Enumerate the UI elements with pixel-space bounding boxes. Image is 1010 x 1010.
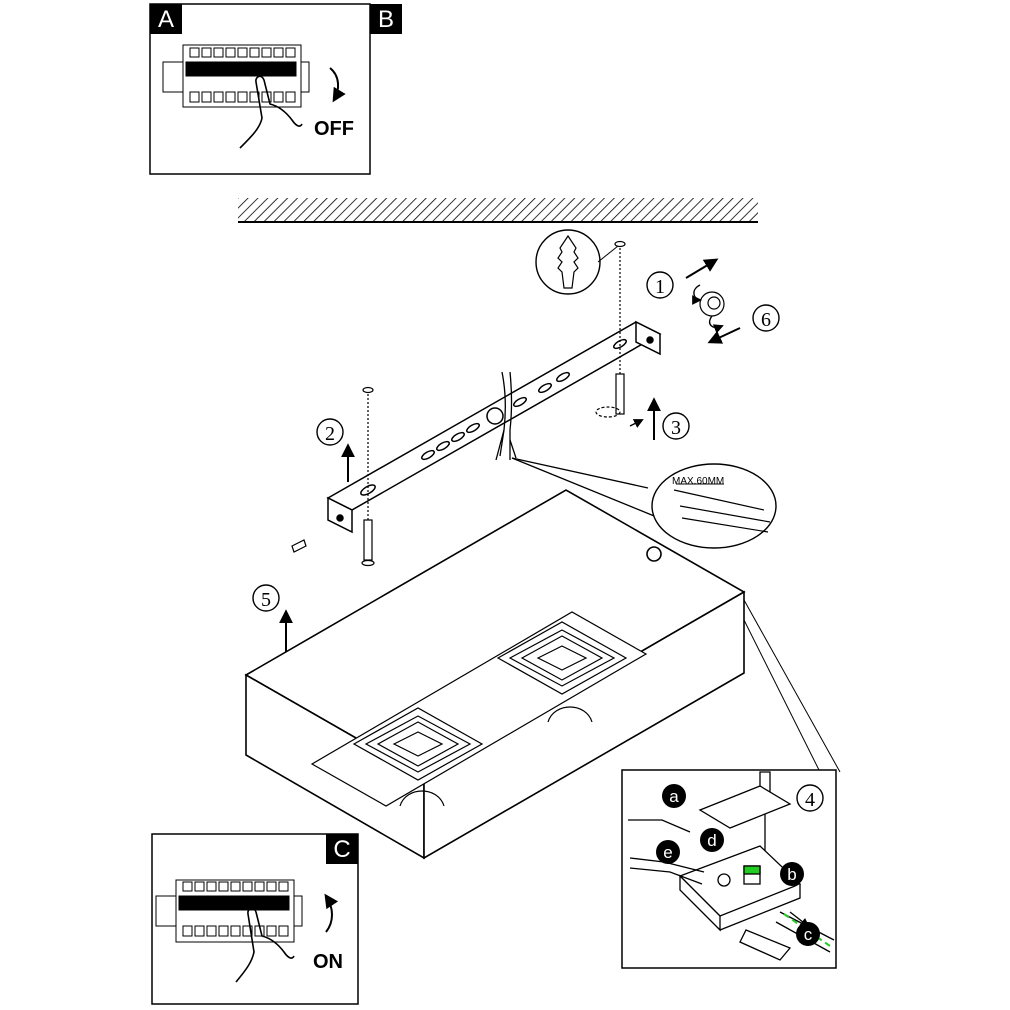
terminal-label-e: e — [656, 840, 680, 864]
terminal-d-text: d — [707, 831, 716, 850]
housing-screw-hole — [646, 546, 662, 562]
terminal-b-text: b — [787, 865, 796, 884]
step-5-label: 5 — [261, 589, 271, 611]
side-screw-icon — [291, 539, 307, 553]
breaker-block-icon — [162, 44, 310, 108]
panel-breaker-off: A B OFF — [149, 3, 402, 175]
cable-length-callout: MAX.60MM — [651, 463, 777, 549]
dowel-right-icon — [615, 373, 625, 415]
dowel-left-icon — [363, 519, 373, 561]
terminal-e-text: e — [663, 843, 672, 862]
mounting-bracket — [326, 320, 662, 534]
hand-on-icon — [235, 907, 295, 983]
panel-c-label: C — [333, 836, 350, 863]
panel-b-badge — [370, 4, 402, 34]
lamp-right-icon — [496, 621, 628, 723]
luminaire-body — [244, 489, 841, 860]
step-2-label: 2 — [325, 423, 335, 445]
ceiling — [238, 198, 758, 223]
side-screw-head-icon — [707, 296, 721, 310]
terminal-label-a: a — [662, 784, 686, 808]
panel-breaker-on: C ON — [151, 833, 359, 1005]
panel-wiring: 4 a — [621, 769, 837, 969]
panel-b-label: B — [378, 6, 394, 33]
terminal-label-b: b — [780, 862, 804, 886]
terminal-c-text: c — [804, 925, 813, 944]
panel-a-label: A — [158, 6, 174, 33]
step-1-label: 1 — [655, 276, 665, 298]
off-label: OFF — [314, 118, 354, 140]
step-3-label: 3 — [671, 417, 681, 439]
step-1: 1 — [646, 258, 719, 305]
breaker-block-on-icon — [155, 879, 303, 943]
step-6-label: 6 — [761, 309, 771, 331]
step-4: 4 — [796, 784, 824, 812]
terminal-a-text: a — [669, 787, 679, 806]
bracket-slots — [360, 338, 627, 496]
terminal-label-d: d — [700, 828, 724, 852]
terminal-label-c: c — [796, 922, 820, 946]
off-arrow-icon — [329, 67, 346, 103]
lamp-left-icon — [352, 707, 484, 807]
wall-plug-callout — [535, 229, 619, 295]
step-5: 5 — [252, 584, 293, 652]
mains-cable — [495, 371, 665, 521]
step-3: 3 — [629, 397, 690, 440]
cable-max-length-label: MAX.60MM — [672, 476, 724, 487]
panel-a-badge — [150, 4, 182, 34]
on-label: ON — [313, 951, 343, 973]
step-2: 2 — [316, 418, 355, 482]
terminal-block-icon — [678, 785, 802, 961]
hand-icon — [239, 75, 303, 149]
step-4-label: 4 — [805, 789, 815, 811]
wall-plug-icon — [557, 234, 579, 289]
panel-c-badge — [326, 834, 358, 864]
step-6: 6 — [707, 304, 780, 344]
on-arrow-icon — [324, 893, 339, 933]
